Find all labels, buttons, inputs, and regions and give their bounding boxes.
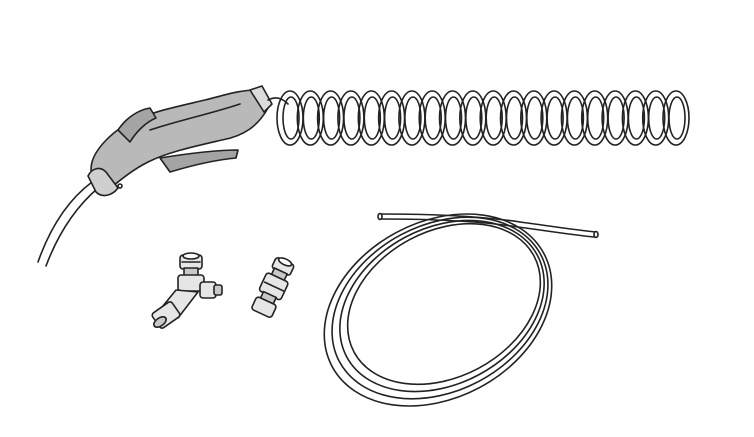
hose-coil-inner [302, 96, 321, 140]
tubing-end-right [519, 221, 597, 233]
hose-coil-inner [404, 96, 422, 140]
hose-coil-inner [464, 96, 483, 140]
hose-coils [276, 90, 690, 146]
hose-coil-inner [586, 96, 605, 140]
tubing-end-top [379, 213, 521, 223]
gun-trigger [159, 149, 239, 173]
hose-coil-inner [383, 96, 402, 140]
hose-coil-inner [647, 96, 666, 140]
coil-lead [267, 97, 289, 105]
hose-coil-inner [525, 96, 544, 140]
air-blow-gun [37, 85, 273, 267]
hose-coil-inner [363, 96, 382, 140]
hose-coil-inner [444, 96, 463, 140]
gun-lever [117, 107, 157, 143]
hose-coil-inner [343, 96, 361, 140]
hose-coil-inner [282, 96, 300, 140]
hose-coil-inner [546, 96, 564, 140]
hose-coil-inner [505, 96, 524, 140]
gun-nozzle [87, 167, 119, 197]
coiled-tubing [323, 212, 599, 407]
straight-union-fitting [251, 256, 295, 319]
hose-coil-loop [662, 90, 690, 146]
gun-body [90, 89, 269, 191]
tubing-loop [323, 213, 553, 407]
hose-coil-inner [566, 96, 585, 140]
hose-coil-inner [485, 96, 504, 140]
hose-coil-inner [668, 96, 686, 140]
hose-coil-inner [627, 96, 646, 140]
hose-coil-inner [424, 96, 443, 140]
hose-coil-inner [322, 96, 341, 140]
tubing-loop [339, 219, 545, 393]
gun-rear-connector [249, 85, 273, 113]
tee-fitting [151, 252, 223, 329]
tubing-loops [323, 213, 553, 407]
supply-hose [37, 181, 93, 263]
tubing-loop [331, 216, 549, 400]
hose-coil-inner [607, 96, 625, 140]
tubing-loop [346, 222, 542, 386]
coiled-air-hose [267, 90, 690, 146]
